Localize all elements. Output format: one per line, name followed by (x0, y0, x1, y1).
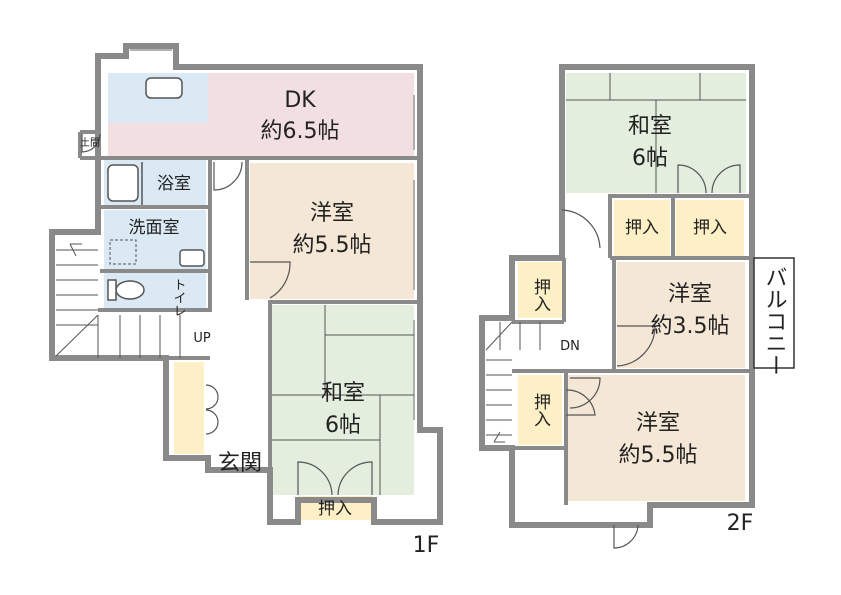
closet-2f-b (676, 200, 744, 256)
door-western (250, 261, 291, 299)
western-1f-name: 洋室 (310, 201, 354, 226)
western-room-1f (250, 163, 414, 299)
kitchen-sink (145, 77, 183, 99)
western-small-2f (617, 262, 745, 368)
dk-size: 約6.5帖 (261, 119, 340, 144)
door-2f-jp-l (677, 164, 707, 194)
japanese-room-1f-ext (414, 435, 434, 495)
toilet-bowl (115, 280, 145, 300)
floor-1: DK 約6.5帖 土間 浴室 洗面室 トイレ 洋室 約5.5帖 和室 6帖 押入… (49, 43, 443, 558)
door-2f-bottom (613, 524, 639, 549)
closet-2f-c-label: 押入 (530, 278, 551, 312)
doma-label: 土間 (80, 136, 100, 149)
bathtub (107, 164, 139, 202)
western-small-2f-name: 洋室 (668, 282, 712, 307)
dk-name: DK (284, 88, 316, 113)
entrance-label: 玄関 (218, 451, 262, 476)
closet-2f-c (518, 262, 562, 318)
closet-2f-d (518, 375, 562, 445)
bath-label: 浴室 (157, 174, 191, 194)
closet-1f-label: 押入 (318, 499, 352, 519)
closet-2f-b-label: 押入 (693, 218, 727, 238)
closet-2f-a-label: 押入 (625, 218, 659, 238)
stairs-up-label: UP (193, 331, 211, 346)
western-1f-size: 約5.5帖 (293, 233, 372, 258)
door-2f-large (569, 377, 601, 409)
stairs-dn-label: DN (560, 339, 580, 354)
door-japanese-r (337, 461, 373, 496)
washroom-label: 洗面室 (129, 218, 180, 238)
western-large-2f-size: 約5.5帖 (619, 443, 698, 468)
closet-2f-a (614, 200, 670, 256)
washing-machine (109, 239, 137, 265)
washbasin (179, 249, 205, 267)
japanese-1f-size: 6帖 (325, 413, 361, 438)
balcony-label: バルコニー (762, 266, 787, 376)
door-bath (213, 161, 243, 191)
door-2f-jp-r (711, 164, 741, 194)
stair-arrow (69, 243, 82, 257)
balcony (753, 257, 795, 369)
toilet-tank (107, 279, 117, 301)
stair-arrow (493, 431, 505, 443)
stair-diagonal (55, 314, 99, 357)
floor-2-label: 2F (727, 511, 754, 536)
door-shoe-1 (205, 384, 219, 410)
japanese-1f-name: 和室 (321, 381, 365, 406)
stair-diagonal (485, 321, 513, 351)
shoe-closet (174, 362, 204, 454)
japanese-2f-size: 6帖 (632, 146, 668, 171)
door-shoe-2 (205, 409, 219, 435)
door-2f-closet-d (565, 389, 596, 416)
japanese-room-1f (272, 305, 414, 495)
floor-1-label: 1F (413, 533, 440, 558)
toilet-label: トイレ (171, 278, 186, 317)
western-small-2f-size: 約3.5帖 (651, 314, 730, 339)
door-2f-stair-top (561, 209, 601, 249)
western-large-2f (568, 375, 745, 501)
door-doma (81, 133, 101, 153)
closet-2f-d-label: 押入 (530, 393, 551, 427)
door-japanese-l (297, 461, 333, 496)
western-large-2f-name: 洋室 (636, 411, 680, 436)
floor-2: 和室 6帖 押入 押入 押入 押入 洋室 約3.5帖 洋室 約5.5帖 バルコニ… (479, 64, 795, 549)
door-2f-small (616, 325, 656, 367)
japanese-2f-name: 和室 (628, 114, 672, 139)
